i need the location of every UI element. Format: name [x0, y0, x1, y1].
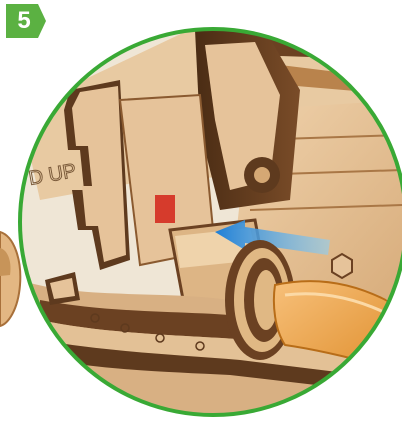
red-tab: [155, 195, 175, 223]
side-part-preview: [0, 232, 20, 326]
